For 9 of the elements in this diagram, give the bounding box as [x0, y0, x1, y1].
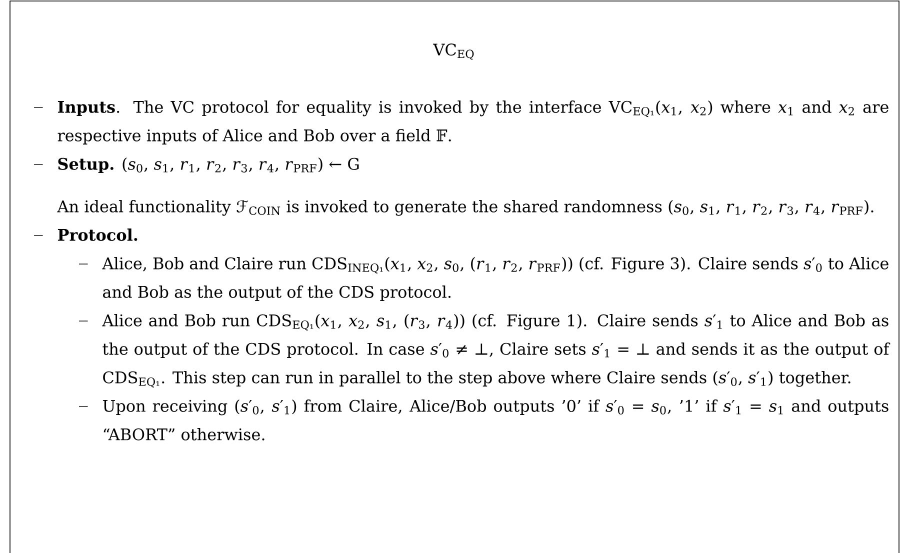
paragraph: Upon receiving (s′$_{0}$, s′$_{1}$) from Claire, Alice/Bob outputs ’0’ if s′$_{0}$ = s$_{0}$, ’1’ if s′$_{1}$ = s$_{1}$ and outputs “ABORT” otherwise. [102, 400, 888, 440]
paragraph: Alice and Bob run CDS$_{EQ₁}$(x$_{1}$, x$_{2}$, s$_{1}$, (r$_{3}$, r$_{4}$)) (cf. Figure 1). Claire sends s′$_{1}$ to Alice and Bob as the output of the CDS protocol. In case s′$_{0}$ ≠ ⊥, Claire sets s′$_{1}$ = ⊥ and sends it as the output of CDS$_{EQ₁}$. This step can run in parallel to the step above where Claire sends (s′$_{0}$, s′$_{1}$) together. [102, 314, 890, 388]
paragraph: Alice, Bob and Claire run CDS$_{INEQ₁}$(x$_{1}$, x$_{2}$, s$_{0}$, (r$_{1}$, r$_{2}$, r$_{PRF}$)) (cf. Figure 3). Claire sends s′$_{0}$ to Alice and Bob as the output of the CDS protocol. [102, 257, 888, 302]
text-frame [10, 0, 900, 553]
paragraph: An ideal functionality ℱ$_{COIN}$ is invoked to generate the shared randomness (s$_{0}$, s$_{1}$, r$_{1}$, r$_{2}$, r$_{3}$, r$_{4}$, r$_{PRF}$). [57, 200, 874, 216]
paragraph: Protocol. [58, 228, 138, 241]
title: VC$_{EQ}$ [433, 44, 474, 60]
paragraph: Setup. (s$_{0}$, s$_{1}$, r$_{1}$, r$_{2}$, r$_{3}$, r$_{4}$, r$_{PRF}$) ← G [58, 158, 359, 174]
paragraph: Inputs. The VC protocol for equality is invoked by the interface VC$_{EQ₁}$(x$_{1}$, x$_{2}$) where x$_{1}$ and x$_{2}$ are respective inputs of Alice and Bob over a field 𝔽. [58, 100, 888, 145]
